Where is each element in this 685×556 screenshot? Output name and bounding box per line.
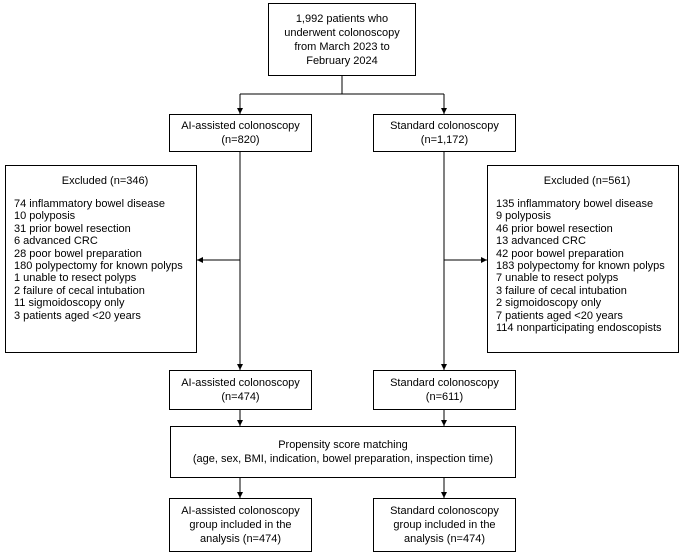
ai-excluded-item: 74 inflammatory bowel disease (14, 198, 166, 210)
std-excluded-item: 183 polypectomy for known polyps (496, 260, 665, 273)
ai-after-line-2: (n=474) (221, 391, 260, 403)
std-after-line-2: (n=611) (425, 391, 464, 403)
std-excluded-title: Excluded (n=561) (543, 175, 631, 187)
ai-excluded-item: 31 prior bowel resection (14, 222, 131, 235)
ai-excluded-item: 3 patients aged <20 years (14, 309, 141, 322)
std-after-exclusion-box: Standard colonoscopy (n=611) (373, 370, 516, 410)
ai-initial-line-2: (n=820) (221, 134, 260, 146)
total-patients-box: 1,992 patients who underwent colonoscopy… (268, 3, 416, 76)
std-initial-box: Standard colonoscopy (n=1,172) (373, 114, 516, 152)
total-patients-line-4: February 2024 (306, 54, 378, 67)
std-excluded-list: 135 inflammatory bowel disease 9 polypos… (496, 198, 678, 334)
std-final-box: Standard colonoscopy group included in t… (373, 498, 516, 552)
ai-initial-box: AI-assisted colonoscopy (n=820) (169, 114, 312, 152)
ai-excluded-box: Excluded (n=346) 74 inflammatory bowel d… (5, 165, 197, 353)
total-patients-line-3: from March 2023 to (294, 40, 390, 53)
ai-excluded-item: 2 failure of cecal intubation (14, 284, 145, 297)
std-initial-line-1: Standard colonoscopy (390, 120, 499, 132)
std-excluded-item: 9 polyposis (496, 210, 552, 223)
ai-excluded-list: 74 inflammatory bowel disease 10 polypos… (14, 198, 196, 322)
psm-title: Propensity score matching (278, 439, 408, 451)
ai-excluded-item: 10 polyposis (14, 210, 76, 223)
ai-after-exclusion-box: AI-assisted colonoscopy (n=474) (169, 370, 312, 410)
ai-initial-line-1: AI-assisted colonoscopy (181, 120, 300, 132)
std-excluded-box: Excluded (n=561) 135 inflammatory bowel … (487, 165, 679, 353)
psm-box: Propensity score matching (age, sex, BMI… (170, 426, 516, 478)
std-final-line-2: group included in the (393, 519, 496, 531)
std-excluded-item: 13 advanced CRC (496, 235, 586, 248)
ai-excluded-item: 11 sigmoidoscopy only (14, 297, 125, 310)
psm-covariates: (age, sex, BMI, indication, bowel prepar… (192, 453, 494, 465)
ai-final-box: AI-assisted colonoscopy group included i… (169, 498, 312, 552)
std-excluded-item: 7 unable to resect polyps (496, 272, 619, 285)
std-excluded-item: 7 patients aged <20 years (496, 309, 623, 322)
ai-excluded-item: 1 unable to resect polyps (14, 272, 137, 285)
std-excluded-item: 46 prior bowel resection (496, 222, 613, 235)
ai-final-line-3: analysis (n=474) (199, 533, 282, 545)
std-excluded-item: 135 inflammatory bowel disease (496, 198, 654, 210)
ai-excluded-title: Excluded (n=346) (61, 175, 149, 187)
std-final-line-3: analysis (n=474) (403, 533, 486, 545)
std-final-line-1: Standard colonoscopy (390, 505, 499, 517)
ai-excluded-item: 180 polypectomy for known polyps (14, 260, 183, 273)
ai-excluded-item: 28 poor bowel preparation (14, 247, 142, 260)
std-excluded-item: 114 nonparticipating endoscopists (496, 322, 662, 335)
ai-final-line-1: AI-assisted colonoscopy (181, 505, 300, 517)
total-patients-line-2: underwent colonoscopy (284, 26, 400, 39)
std-excluded-item: 3 failure of cecal intubation (496, 284, 627, 297)
std-initial-line-2: (n=1,172) (420, 134, 469, 146)
ai-excluded-item: 6 advanced CRC (14, 235, 98, 248)
total-patients-line-1: 1,992 patients who (295, 12, 389, 25)
std-after-line-1: Standard colonoscopy (390, 377, 499, 389)
ai-after-line-1: AI-assisted colonoscopy (181, 377, 300, 389)
std-excluded-item: 2 sigmoidoscopy only (496, 297, 602, 310)
std-excluded-item: 42 poor bowel preparation (496, 247, 624, 260)
ai-final-line-2: group included in the (189, 519, 292, 531)
